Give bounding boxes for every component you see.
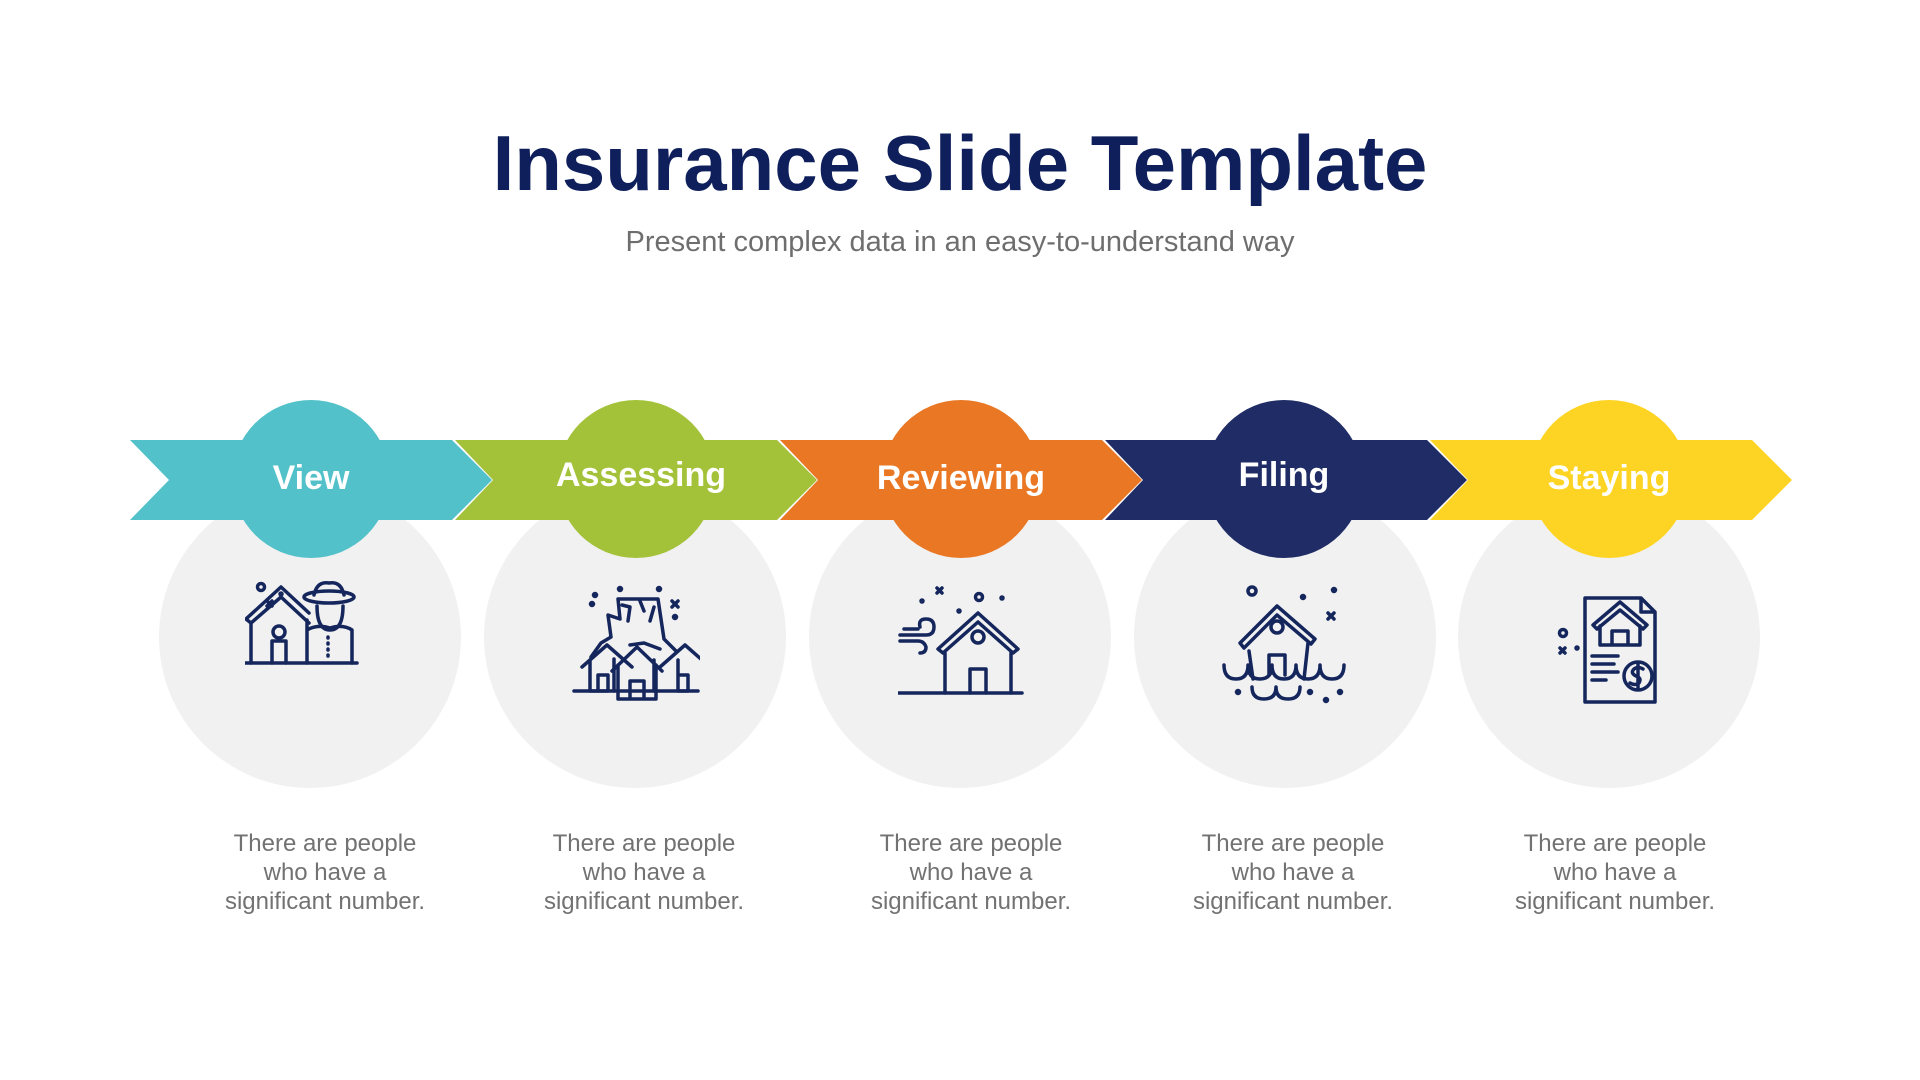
step-1-background-circle xyxy=(159,486,461,788)
description-line: significant number. xyxy=(1192,888,1394,915)
description-line: significant number. xyxy=(870,888,1072,915)
description-line: There are people xyxy=(1523,830,1707,857)
house-insurance-document-icon xyxy=(1557,596,1657,704)
step-5-description: There are people who have a significant … xyxy=(1465,829,1765,916)
description-line: There are people xyxy=(552,830,736,857)
description-line: who have a xyxy=(582,859,706,886)
step-2-badge-circle xyxy=(557,400,715,558)
slide-title: Insurance Slide Template xyxy=(492,119,1428,207)
step-2-description: There are people who have a significant … xyxy=(494,829,794,916)
step-1-badge-circle xyxy=(232,400,390,558)
description-line: significant number. xyxy=(1514,888,1716,915)
step-2-background-circle xyxy=(484,486,786,788)
house-wind-storm-icon xyxy=(898,586,1024,695)
step-4-background-circle xyxy=(1134,486,1436,788)
step-3-label: Reviewing xyxy=(876,459,1046,497)
step-4-label: Filing xyxy=(1238,456,1330,494)
step-1-label: View xyxy=(272,459,350,497)
description-line: who have a xyxy=(909,859,1033,886)
step-5-background-circle xyxy=(1458,486,1760,788)
step-5-badge-circle xyxy=(1530,400,1688,558)
step-4-badge-circle xyxy=(1205,400,1363,558)
step-2-label: Assessing xyxy=(555,456,727,494)
description-line: significant number. xyxy=(543,888,745,915)
description-line: There are people xyxy=(1201,830,1385,857)
description-line: who have a xyxy=(1231,859,1355,886)
description-line: There are people xyxy=(879,830,1063,857)
step-5-label: Staying xyxy=(1547,459,1671,497)
house-flood-icon xyxy=(1222,585,1346,704)
damaged-houses-icon xyxy=(572,585,700,701)
house-inspector-icon xyxy=(245,581,359,665)
step-3-badge-circle xyxy=(882,400,1040,558)
step-3-description: There are people who have a significant … xyxy=(821,829,1121,916)
step-4-description: There are people who have a significant … xyxy=(1143,829,1443,916)
description-line: significant number. xyxy=(224,888,426,915)
step-1-description: There are people who have a significant … xyxy=(175,829,475,916)
description-line: who have a xyxy=(263,859,387,886)
description-line: who have a xyxy=(1553,859,1677,886)
description-line: There are people xyxy=(233,830,417,857)
slide-subtitle: Present complex data in an easy-to-under… xyxy=(625,226,1295,258)
